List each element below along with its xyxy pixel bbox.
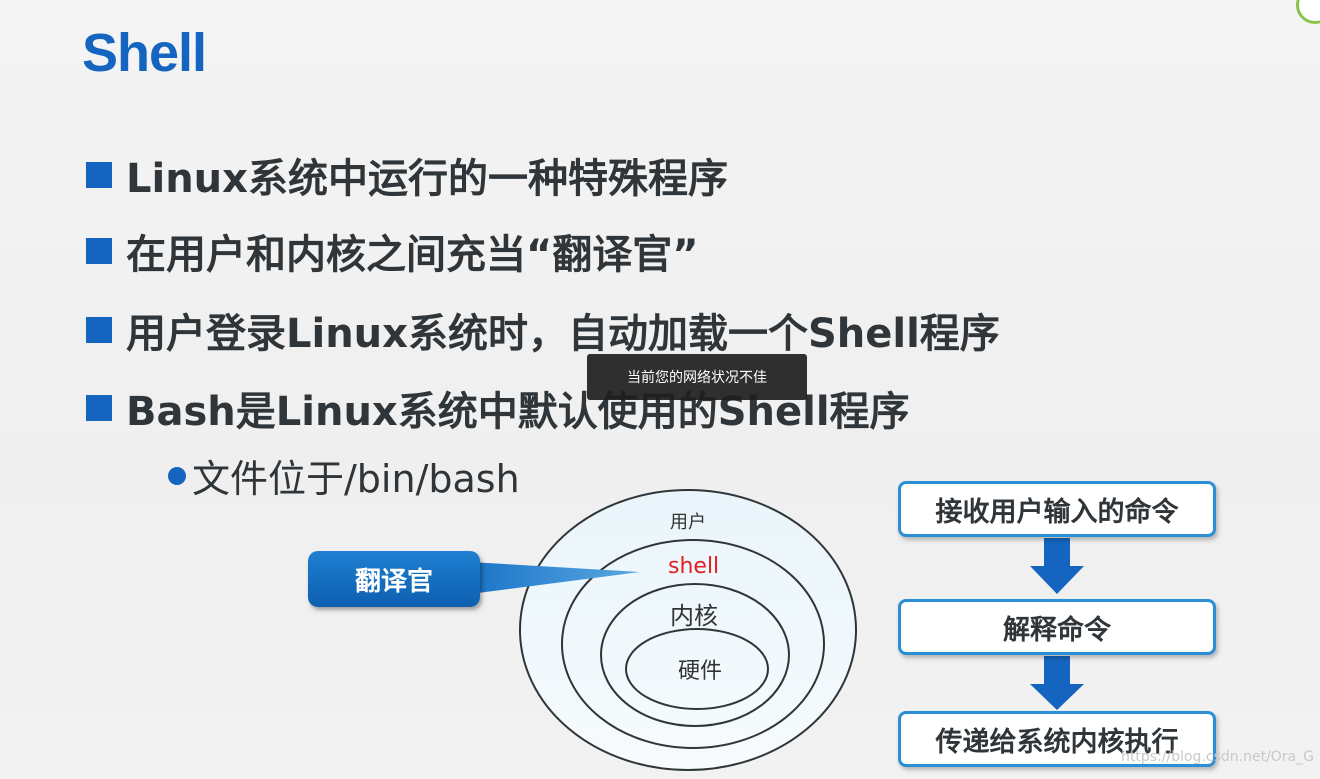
bullet-item: 在用户和内核之间充当“翻译官” bbox=[86, 222, 699, 280]
flow-step: 接收用户输入的命令 bbox=[898, 481, 1216, 537]
bullet-item: 用户登录Linux系统时，自动加载一个Shell程序 bbox=[86, 301, 1000, 359]
flow-step: 解释命令 bbox=[898, 599, 1216, 655]
down-arrow bbox=[1030, 656, 1084, 710]
bullet-text: 在用户和内核之间充当“翻译官” bbox=[126, 232, 699, 278]
square-bullet-icon bbox=[86, 395, 112, 421]
sub-bullet-item: 文件位于/bin/bash bbox=[168, 448, 520, 503]
ring-kernel bbox=[600, 583, 790, 727]
network-warning-toast: 当前您的网络状况不佳 bbox=[587, 354, 807, 400]
down-arrow bbox=[1030, 538, 1084, 594]
sub-bullet-text: 文件位于/bin/bash bbox=[192, 457, 520, 501]
slide-title: Shell bbox=[82, 23, 207, 83]
square-bullet-icon bbox=[86, 162, 112, 188]
ring-label-kernel: 内核 bbox=[670, 602, 718, 630]
dot-bullet-icon bbox=[168, 466, 186, 485]
watermark: https://blog.csdn.net/Ora_G bbox=[1121, 749, 1314, 765]
ring-hardware bbox=[625, 628, 769, 710]
translator-callout: 翻译官 bbox=[308, 551, 480, 607]
bullet-text: 用户登录Linux系统时，自动加载一个Shell程序 bbox=[126, 311, 1000, 357]
callout-pointer bbox=[470, 562, 640, 594]
bullet-text: Linux系统中运行的一种特殊程序 bbox=[126, 156, 728, 202]
ring-label-hardware: 硬件 bbox=[678, 659, 723, 684]
square-bullet-icon bbox=[86, 238, 112, 264]
square-bullet-icon bbox=[86, 317, 112, 343]
bullet-item: Linux系统中运行的一种特殊程序 bbox=[86, 146, 728, 204]
ring-label-shell: shell bbox=[668, 554, 720, 579]
flow-step: 传递给系统内核执行 bbox=[898, 711, 1216, 767]
ring-label-user: 用户 bbox=[670, 512, 706, 533]
ring-shell bbox=[561, 539, 825, 749]
